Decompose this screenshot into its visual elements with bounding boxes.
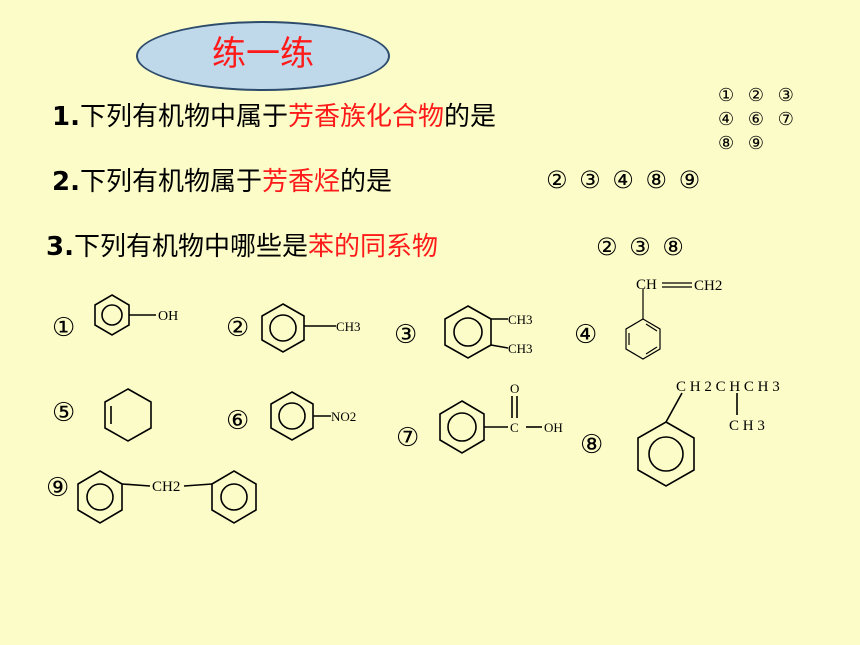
group-o-7: O: [510, 381, 519, 396]
group-ch3-3b: CH3: [508, 341, 533, 356]
title-ellipse: [136, 21, 390, 91]
compound-label-9: ⑨: [46, 473, 70, 503]
group-oh-1: OH: [158, 309, 178, 324]
group-ch-4: CH: [636, 277, 657, 293]
compound-label-1: ①: [52, 313, 76, 343]
group-c-7: C: [510, 420, 519, 435]
structure-9: [77, 470, 257, 524]
structure-1: [94, 294, 156, 336]
compound-label-8: ⑧: [580, 430, 604, 460]
structure-3: [444, 305, 509, 359]
group-ch2-4: CH2: [694, 278, 722, 294]
question-2: 2.下列有机物属于芳香烃的是: [52, 167, 393, 197]
group-oh-7: OH: [544, 420, 563, 435]
question-1-highlight: 芳香族化合物: [287, 102, 444, 132]
group-ch2-9: CH2: [152, 479, 180, 495]
group-chain-8: C H 2 C H C H 3: [676, 379, 780, 395]
compound-label-5: ⑤: [52, 398, 76, 428]
answer-3: ② ③ ⑧: [596, 233, 686, 261]
question-3-highlight: 苯的同系物: [307, 232, 438, 262]
group-ch3-2: CH3: [336, 319, 361, 334]
structure-6: [270, 391, 331, 441]
structure-4: [625, 282, 692, 360]
compound-label-7: ⑦: [396, 423, 420, 453]
group-ch3-8: C H 3: [729, 418, 765, 434]
page-title: 练一练: [212, 34, 314, 74]
group-ch3-3a: CH3: [508, 312, 533, 327]
question-1: 1.下列有机物中属于芳香族化合物的是: [52, 102, 497, 132]
compound-label-3: ③: [394, 320, 418, 350]
compound-label-2: ②: [226, 313, 250, 343]
question-3: 3.下列有机物中哪些是苯的同系物: [46, 232, 438, 262]
structure-5: [104, 388, 152, 442]
answer-2: ② ③ ④ ⑧ ⑨: [546, 166, 703, 194]
compound-label-6: ⑥: [226, 406, 250, 436]
structure-2: [261, 303, 336, 353]
structure-8: [637, 392, 738, 487]
group-no2-6: NO2: [331, 409, 356, 424]
structure-7: [439, 396, 542, 454]
answer-1: ① ② ③ ④ ⑥ ⑦ ⑧ ⑨: [718, 85, 798, 154]
question-2-highlight: 芳香烃: [261, 167, 340, 197]
compound-label-4: ④: [574, 320, 598, 350]
